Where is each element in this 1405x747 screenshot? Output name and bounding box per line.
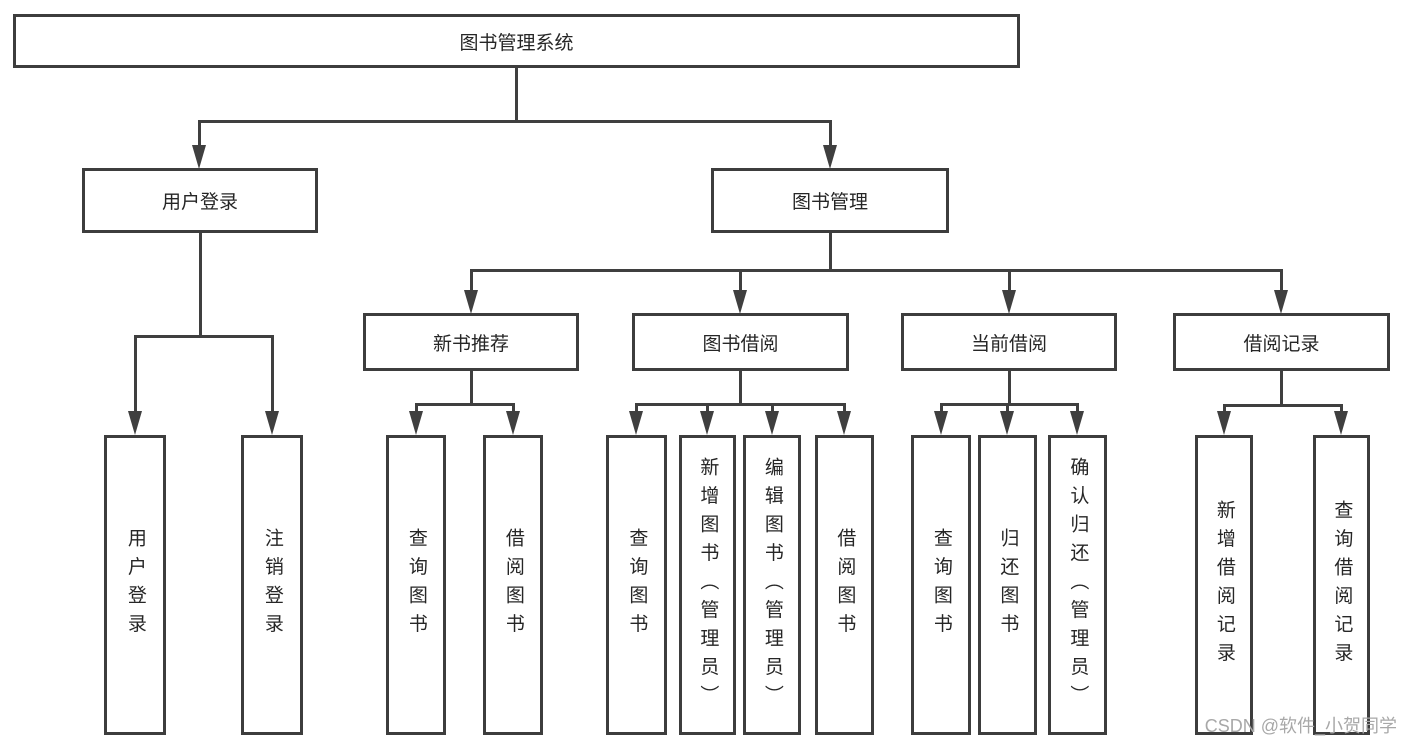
node-label: 当前借阅 xyxy=(970,333,1047,355)
connector-leaf-drop xyxy=(771,403,774,413)
connector-leaf-drop xyxy=(1223,404,1226,413)
node-label: 图书管理系统 xyxy=(459,32,574,54)
leaf-label: 新增借阅记录 xyxy=(1213,499,1235,671)
connector-stem xyxy=(1008,371,1011,405)
leaf-confirm-return-admin: 确认归还（管理员） xyxy=(1048,435,1107,735)
leaf-label: 查询借阅记录 xyxy=(1331,499,1353,671)
node-book-borrowing: 图书借阅 xyxy=(632,313,849,371)
node-label: 用户登录 xyxy=(161,192,238,213)
connector-leaf-drop xyxy=(271,335,274,413)
arrow-down-icon xyxy=(1000,411,1014,435)
connector-level3-drop xyxy=(1280,269,1283,292)
leaf-edit-books-admin: 编辑图书（管理员） xyxy=(743,435,801,735)
connector-leaf-drop xyxy=(706,403,709,413)
connector-user-login-stem xyxy=(199,233,202,337)
node-book-management: 图书管理 xyxy=(711,168,949,233)
connector-level3-drop xyxy=(739,269,742,292)
connector-level2-branch xyxy=(198,120,831,123)
arrow-down-icon xyxy=(265,411,279,435)
connector-leaf-drop xyxy=(415,403,418,413)
arrow-down-icon xyxy=(506,411,520,435)
leaf-label: 确认归还（管理员） xyxy=(1067,456,1089,714)
connector-stem xyxy=(1280,371,1283,406)
node-label: 新书推荐 xyxy=(432,333,509,355)
leaf-label: 用户登录 xyxy=(124,528,146,642)
arrow-down-icon xyxy=(192,145,206,169)
leaf-borrow-books: 借阅图书 xyxy=(483,435,543,735)
connector-leaf-drop xyxy=(512,403,515,413)
connector-level3-drop xyxy=(1008,269,1011,292)
node-borrowing-records: 借阅记录 xyxy=(1173,313,1390,371)
connector-leaf-drop xyxy=(843,403,846,413)
arrow-down-icon xyxy=(837,411,851,435)
connector-root-stem xyxy=(515,68,518,122)
watermark: CSDN @软件_小贺同学 xyxy=(1204,716,1397,736)
leaf-query-books: 查询图书 xyxy=(386,435,446,735)
connector-leaf-drop xyxy=(1076,403,1079,413)
leaf-label: 新增图书（管理员） xyxy=(697,456,719,714)
arrow-down-icon xyxy=(765,411,779,435)
leaf-add-books-admin: 新增图书（管理员） xyxy=(679,435,736,735)
connector-stem xyxy=(739,371,742,405)
connector-leaf-drop xyxy=(1006,403,1009,413)
connector-user-login-branch xyxy=(134,335,274,338)
leaf-label: 编辑图书（管理员） xyxy=(761,456,783,714)
arrow-down-icon xyxy=(1070,411,1084,435)
connector-leaf-drop xyxy=(635,403,638,413)
connector-branch xyxy=(635,403,845,406)
connector-stem xyxy=(470,371,473,405)
leaf-query-borrow-record: 查询借阅记录 xyxy=(1313,435,1370,735)
arrow-down-icon xyxy=(464,290,478,314)
connector-leaf-drop xyxy=(1340,404,1343,413)
arrow-down-icon xyxy=(934,411,948,435)
leaf-label: 归还图书 xyxy=(997,528,1019,642)
node-label: 图书管理 xyxy=(791,192,868,213)
arrow-down-icon xyxy=(1217,411,1231,435)
leaf-return-books: 归还图书 xyxy=(978,435,1037,735)
leaf-logout: 注销登录 xyxy=(241,435,303,735)
arrow-down-icon xyxy=(700,411,714,435)
arrow-down-icon xyxy=(1334,411,1348,435)
leaf-user-login: 用户登录 xyxy=(104,435,166,735)
leaf-label: 查询图书 xyxy=(930,528,952,642)
leaf-label: 注销登录 xyxy=(261,528,283,642)
arrow-down-icon xyxy=(823,145,837,169)
arrow-down-icon xyxy=(1002,290,1016,314)
leaf-query-books: 查询图书 xyxy=(911,435,971,735)
node-label: 图书借阅 xyxy=(702,333,779,355)
leaf-label: 借阅图书 xyxy=(502,528,524,642)
leaf-label: 借阅图书 xyxy=(834,528,856,642)
connector-book-mgmt-stem xyxy=(829,233,832,271)
leaf-label: 查询图书 xyxy=(626,528,648,642)
node-user-login: 用户登录 xyxy=(82,168,318,233)
node-library-management-system: 图书管理系统 xyxy=(13,14,1020,68)
connector-level3-branch xyxy=(470,269,1282,272)
arrow-down-icon xyxy=(128,411,142,435)
leaf-borrow-books: 借阅图书 xyxy=(815,435,874,735)
arrow-down-icon xyxy=(409,411,423,435)
node-new-book-recommend: 新书推荐 xyxy=(363,313,579,371)
node-current-borrowing: 当前借阅 xyxy=(901,313,1117,371)
arrow-down-icon xyxy=(629,411,643,435)
connector-leaf-drop xyxy=(134,335,137,413)
connector-user-login-drop xyxy=(198,120,201,147)
arrow-down-icon xyxy=(733,290,747,314)
leaf-query-books: 查询图书 xyxy=(606,435,667,735)
leaf-add-borrow-record: 新增借阅记录 xyxy=(1195,435,1253,735)
connector-book-mgmt-drop xyxy=(829,120,832,147)
connector-level3-drop xyxy=(470,269,473,292)
connector-branch xyxy=(1223,404,1342,407)
connector-branch xyxy=(415,403,515,406)
arrow-down-icon xyxy=(1274,290,1288,314)
leaf-label: 查询图书 xyxy=(405,528,427,642)
connector-branch xyxy=(940,403,1078,406)
connector-leaf-drop xyxy=(940,403,943,413)
node-label: 借阅记录 xyxy=(1243,333,1320,355)
